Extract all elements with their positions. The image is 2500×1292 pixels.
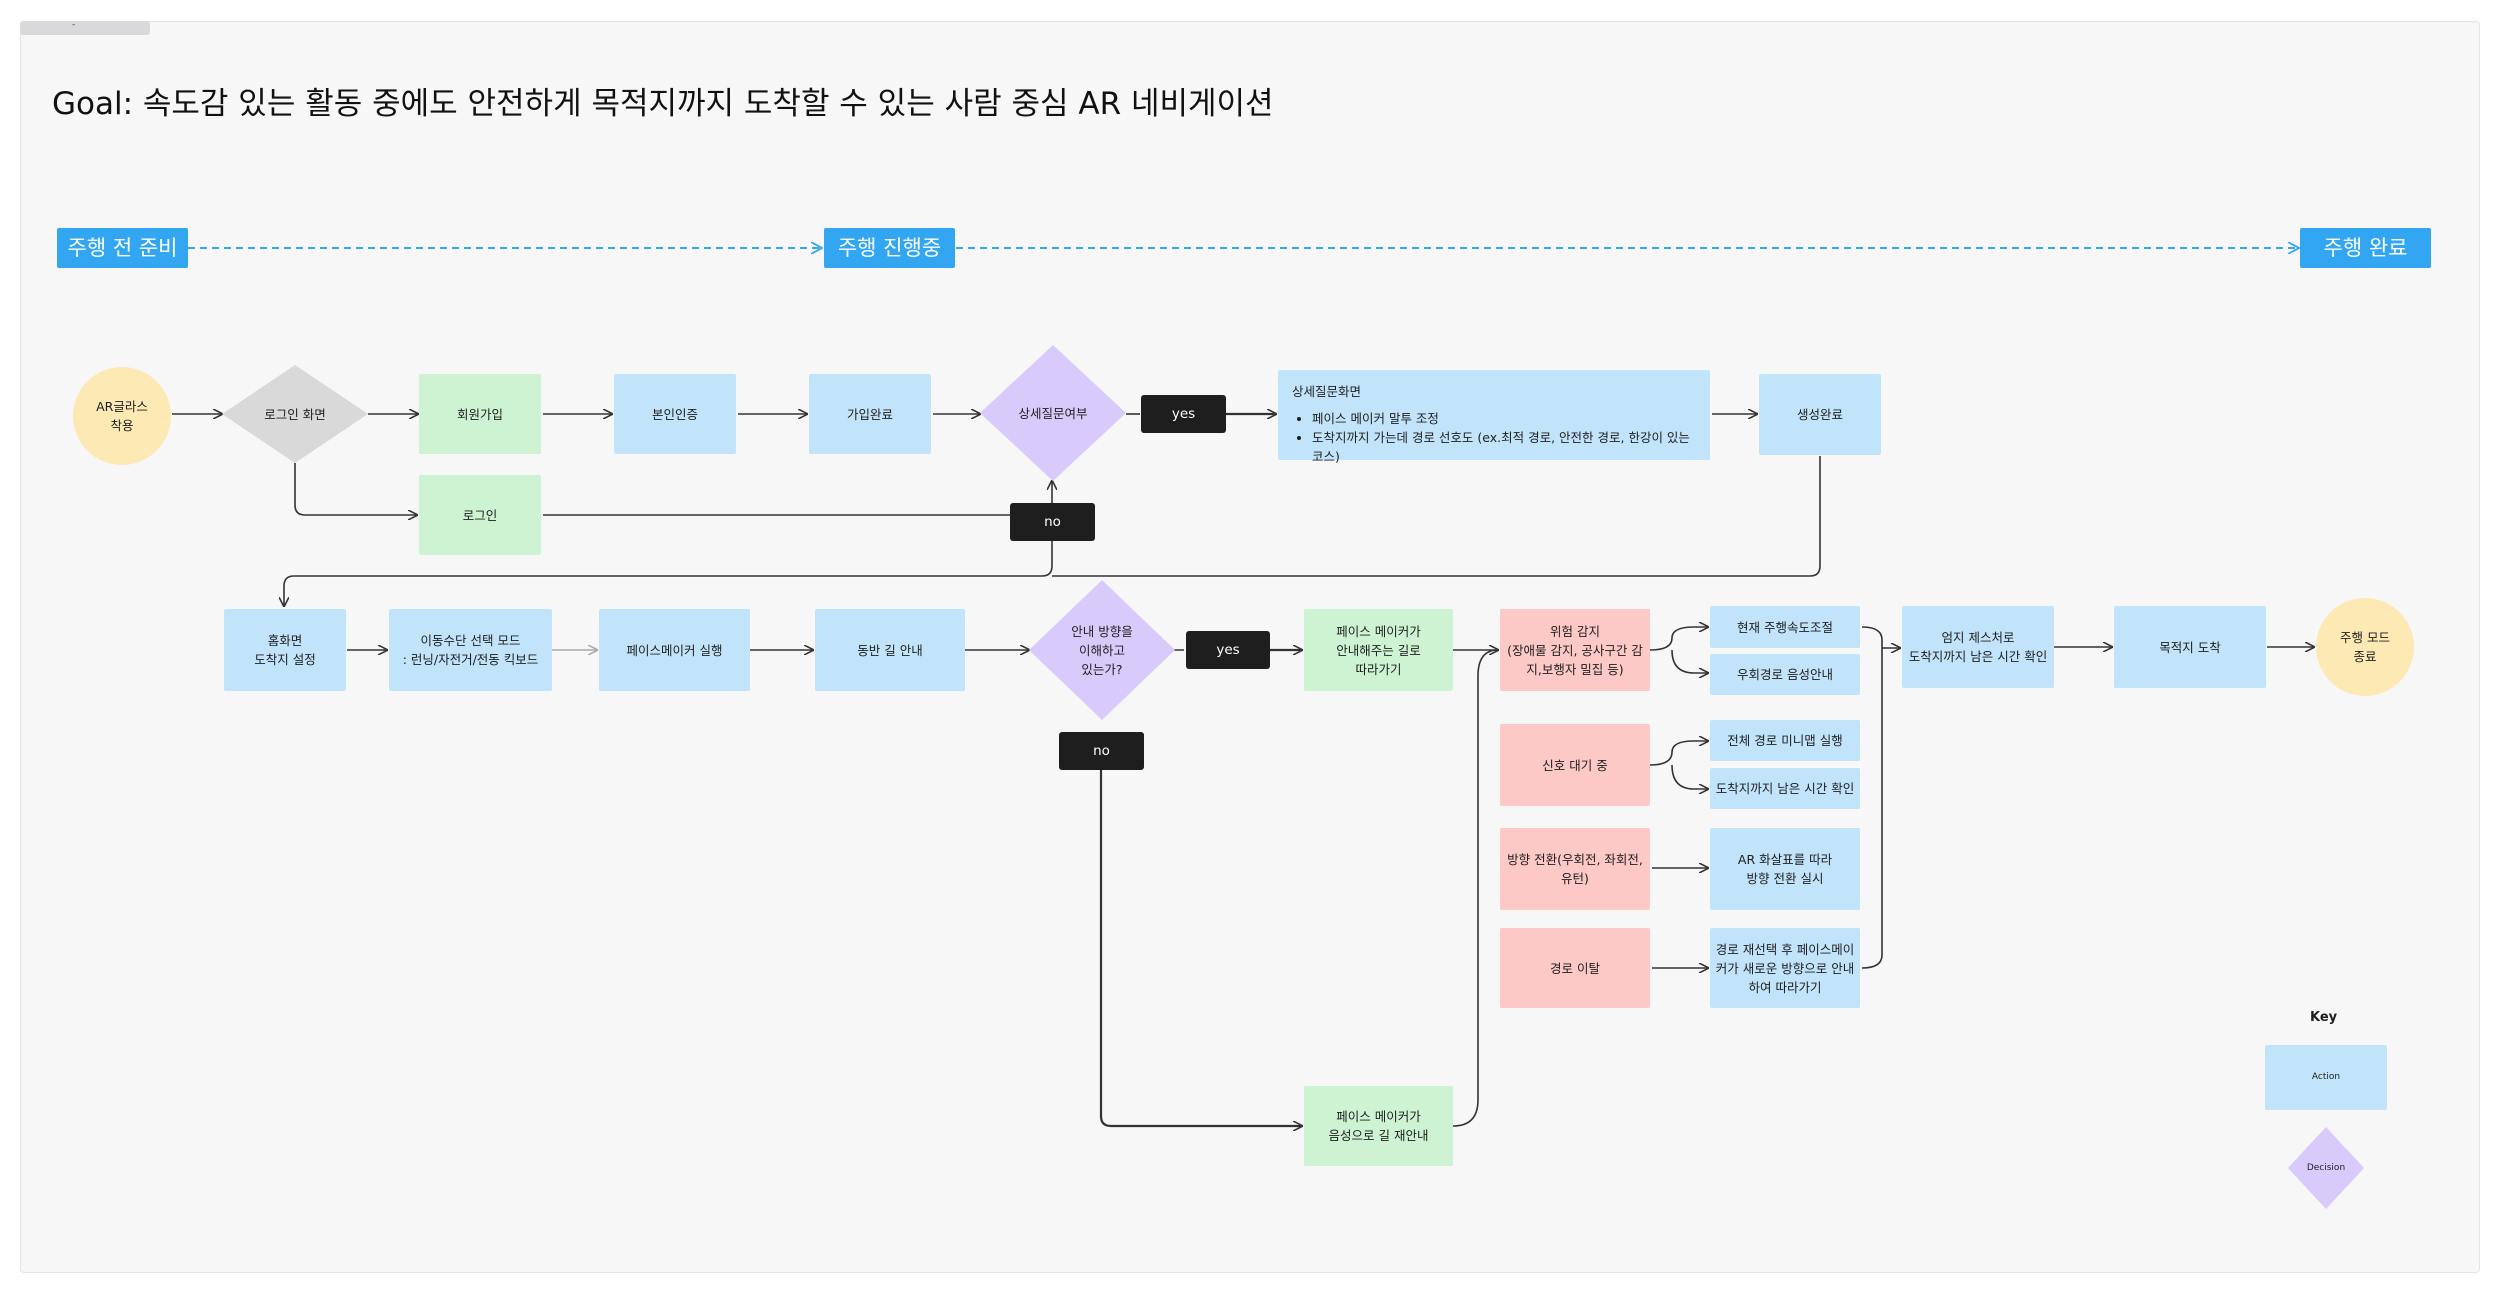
node-start-ar-glasses[interactable]: AR글라스 착용 — [73, 367, 171, 465]
label-yes-understand: yes — [1186, 631, 1270, 669]
node-route-deviation[interactable]: 경로 이탈 — [1500, 928, 1650, 1008]
key-decision: Decision — [2288, 1127, 2364, 1209]
decision-detail-question-label: 상세질문여부 — [1018, 405, 1088, 421]
node-reroute[interactable]: 경로 재선택 후 페이스메이 커가 새로운 방향으로 안내 하여 따라가기 — [1710, 928, 1860, 1008]
key-decision-label: Decision — [2306, 1162, 2346, 1173]
decision-understand-direction[interactable]: 안내 방향을 이해하고 있는가? — [1029, 580, 1175, 720]
node-signup-done[interactable]: 가입완료 — [809, 374, 931, 454]
decision-detail-question[interactable]: 상세질문여부 — [980, 345, 1126, 481]
detail-list: 페이스 메이커 말투 조정 도착지까지 가는데 경로 선호도 (ex.최적 경로… — [1292, 409, 1696, 466]
label-no-detail: no — [1010, 503, 1095, 541]
node-voice-reguide[interactable]: 페이스 메이커가 음성으로 길 재안내 — [1304, 1086, 1453, 1166]
decision-login-screen[interactable]: 로그인 화면 — [222, 365, 368, 463]
node-end-ride-mode[interactable]: 주행 모드 종료 — [2316, 598, 2414, 696]
node-login[interactable]: 로그인 — [419, 475, 541, 555]
node-direction-change[interactable]: 방향 전환(우회전, 좌회전, 유턴) — [1500, 828, 1650, 910]
phase-before-ride: 주행 전 준비 — [57, 228, 188, 268]
node-speed-adjust[interactable]: 현재 주행속도조절 — [1710, 606, 1860, 648]
node-transport-mode[interactable]: 이동수단 선택 모드 : 런닝/자전거/전동 킥보드 — [389, 609, 552, 691]
detail-question-screen[interactable]: 상세질문화면 페이스 메이커 말투 조정 도착지까지 가는데 경로 선호도 (e… — [1278, 370, 1710, 464]
decision-login-screen-label: 로그인 화면 — [264, 406, 326, 422]
key-action: Action — [2265, 1045, 2387, 1110]
page-title: Goal: 속도감 있는 활동 중에도 안전하게 목적지까지 도착할 수 있는 … — [52, 86, 1274, 122]
node-remaining-time[interactable]: 도착지까지 남은 시간 확인 — [1710, 768, 1860, 809]
detail-heading: 상세질문화면 — [1292, 384, 1362, 399]
key-title: Key — [2310, 1010, 2338, 1025]
phase-riding: 주행 진행중 — [824, 228, 955, 268]
node-home-destination[interactable]: 홈화면 도착지 설정 — [224, 609, 346, 691]
node-ar-arrow[interactable]: AR 화살표를 따라 방향 전환 실시 — [1710, 828, 1860, 910]
detail-item: 페이스 메이커 말투 조정 — [1312, 409, 1696, 428]
node-pacemaker-run[interactable]: 페이스메이커 실행 — [599, 609, 750, 691]
node-signal-wait[interactable]: 신호 대기 중 — [1500, 724, 1650, 806]
detail-item: 도착지까지 가는데 경로 선호도 (ex.최적 경로, 안전한 경로, 한강이 … — [1312, 428, 1696, 466]
node-detour-voice[interactable]: 우회경로 음성안내 — [1710, 654, 1860, 695]
node-danger-detect[interactable]: 위험 감지 (장애물 감지, 공사구간 감 지,보행자 밀집 등) — [1500, 609, 1650, 691]
label-no-understand: no — [1059, 732, 1144, 770]
node-thumb-gesture[interactable]: 엄지 제스처로 도착지까지 남은 시간 확인 — [1902, 606, 2054, 688]
decision-understand-label: 안내 방향을 이해하고 있는가? — [1071, 623, 1133, 677]
node-generation-done[interactable]: 생성완료 — [1759, 374, 1881, 455]
phase-complete: 주행 완료 — [2300, 228, 2431, 268]
node-signup[interactable]: 회원가입 — [419, 374, 541, 454]
node-companion-guide[interactable]: 동반 길 안내 — [815, 609, 965, 691]
node-verify[interactable]: 본인인증 — [614, 374, 736, 454]
node-arrive-destination[interactable]: 목적지 도착 — [2114, 606, 2266, 688]
label-yes-detail: yes — [1141, 395, 1226, 433]
node-minimap[interactable]: 전체 경로 미니맵 실행 — [1710, 720, 1860, 761]
frame-tab[interactable]: - — [20, 21, 150, 35]
node-follow-pacemaker[interactable]: 페이스 메이커가 안내해주는 길로 따라가기 — [1304, 609, 1453, 691]
